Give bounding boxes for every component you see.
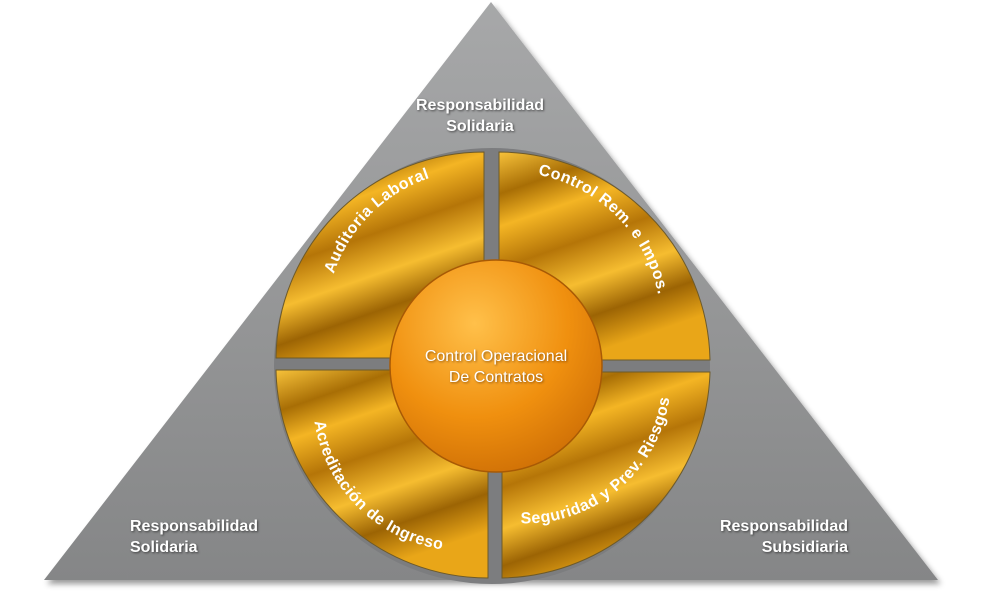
center-circle: [389, 259, 603, 473]
corner-label-left: Responsabilidad Solidaria: [130, 516, 258, 558]
corner-label-top-line1: Responsabilidad: [415, 97, 545, 114]
corner-label-right: Responsabilidad Subsidiaria: [650, 516, 848, 558]
center-label-line2: De Contratos: [448, 369, 544, 386]
corner-label-left-line2: Solidaria: [130, 539, 198, 556]
center-label-line1: Control Operacional: [424, 348, 568, 365]
corner-label-top-line2: Solidaria: [446, 118, 514, 135]
corner-label-top: Responsabilidad Solidaria: [380, 95, 580, 137]
corner-label-right-line2: Subsidiaria: [761, 539, 848, 556]
corner-label-right-line1: Responsabilidad: [719, 518, 848, 535]
center-label: Control Operacional De Contratos: [396, 346, 596, 388]
corner-label-left-line1: Responsabilidad: [130, 518, 259, 535]
